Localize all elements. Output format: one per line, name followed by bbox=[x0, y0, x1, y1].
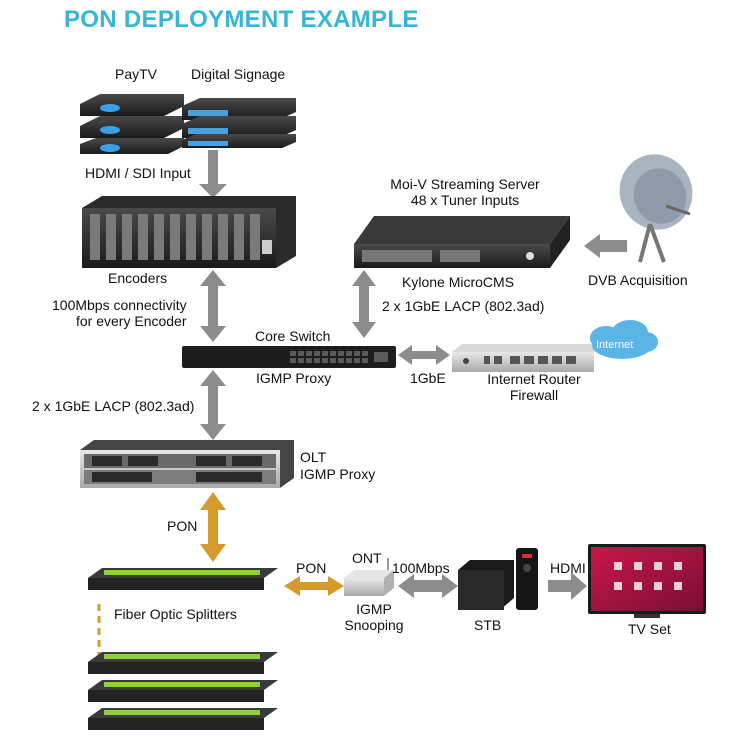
arrow-splitter-ont bbox=[284, 576, 344, 596]
router-firewall-icon bbox=[452, 344, 604, 372]
page-title: PON DEPLOYMENT EXAMPLE bbox=[64, 6, 419, 33]
label-dvb: DVB Acquisition bbox=[588, 272, 688, 288]
arrow-switch-olt bbox=[200, 370, 226, 440]
arrow-olt-splitter bbox=[200, 492, 226, 562]
internet-cloud-icon bbox=[590, 320, 658, 359]
label-pon-horizontal: PON bbox=[296, 560, 327, 576]
arrow-dvb-server bbox=[584, 234, 627, 258]
label-core-switch: Core Switch bbox=[255, 328, 331, 344]
encoder-chassis-icon bbox=[82, 196, 296, 268]
label-pon-vertical: PON bbox=[167, 518, 198, 534]
label-lacp-server: 2 x 1GbE LACP (802.3ad) bbox=[382, 298, 545, 314]
ont-icon bbox=[344, 558, 394, 596]
label-igmp: IGMP bbox=[356, 601, 392, 617]
label-splitters: Fiber Optic Splitters bbox=[114, 606, 237, 622]
label-tv-set: TV Set bbox=[628, 621, 671, 637]
core-switch-icon bbox=[182, 346, 396, 368]
streaming-server-icon bbox=[354, 216, 570, 268]
label-connectivity-encoder: for every Encoder bbox=[76, 313, 187, 329]
arrow-ont-stb bbox=[398, 574, 458, 598]
stb-icon bbox=[458, 560, 514, 610]
label-igmp-proxy-olt: IGMP Proxy bbox=[300, 466, 376, 482]
label-connectivity: 100Mbps connectivity bbox=[52, 297, 187, 313]
olt-chassis-icon bbox=[80, 440, 294, 488]
label-encoders: Encoders bbox=[108, 270, 168, 286]
arrow-switch-router bbox=[398, 345, 450, 365]
label-server-name: Moi-V Streaming Server bbox=[390, 176, 540, 192]
label-firewall: Firewall bbox=[509, 387, 559, 403]
label-kylone: Kylone MicroCMS bbox=[402, 274, 515, 290]
label-stb: STB bbox=[474, 617, 502, 633]
satellite-dish-icon bbox=[619, 154, 693, 263]
remote-control-icon bbox=[516, 548, 538, 610]
label-snooping: Snooping bbox=[344, 617, 404, 633]
arrow-encoders-switch bbox=[200, 270, 226, 342]
arrow-hdmi-sdi bbox=[199, 150, 227, 198]
label-ont: ONT bbox=[352, 550, 382, 566]
arrow-stb-tv bbox=[548, 572, 587, 600]
label-hdmi: HDMI bbox=[550, 560, 586, 576]
tv-icon bbox=[588, 544, 706, 618]
fiber-splitter-icon bbox=[88, 568, 278, 730]
label-igmp-proxy-switch: IGMP Proxy bbox=[256, 370, 332, 386]
label-server-tuners: 48 x Tuner Inputs bbox=[410, 192, 520, 208]
label-100mbps: 100Mbps bbox=[392, 560, 450, 576]
label-olt: OLT bbox=[300, 449, 327, 465]
label-internet: Internet bbox=[596, 339, 634, 351]
label-1gbe: 1GbE bbox=[410, 370, 446, 386]
label-lacp-olt: 2 x 1GbE LACP (802.3ad) bbox=[32, 398, 195, 414]
label-hdmi-sdi: HDMI / SDI Input bbox=[85, 165, 191, 181]
paytv-servers-icon bbox=[80, 94, 184, 154]
signage-players-icon bbox=[182, 98, 296, 148]
arrow-server-switch bbox=[352, 270, 376, 338]
label-paytv: PayTV bbox=[115, 66, 158, 82]
label-router: Internet Router bbox=[487, 371, 581, 387]
label-digital-signage: Digital Signage bbox=[191, 66, 286, 82]
